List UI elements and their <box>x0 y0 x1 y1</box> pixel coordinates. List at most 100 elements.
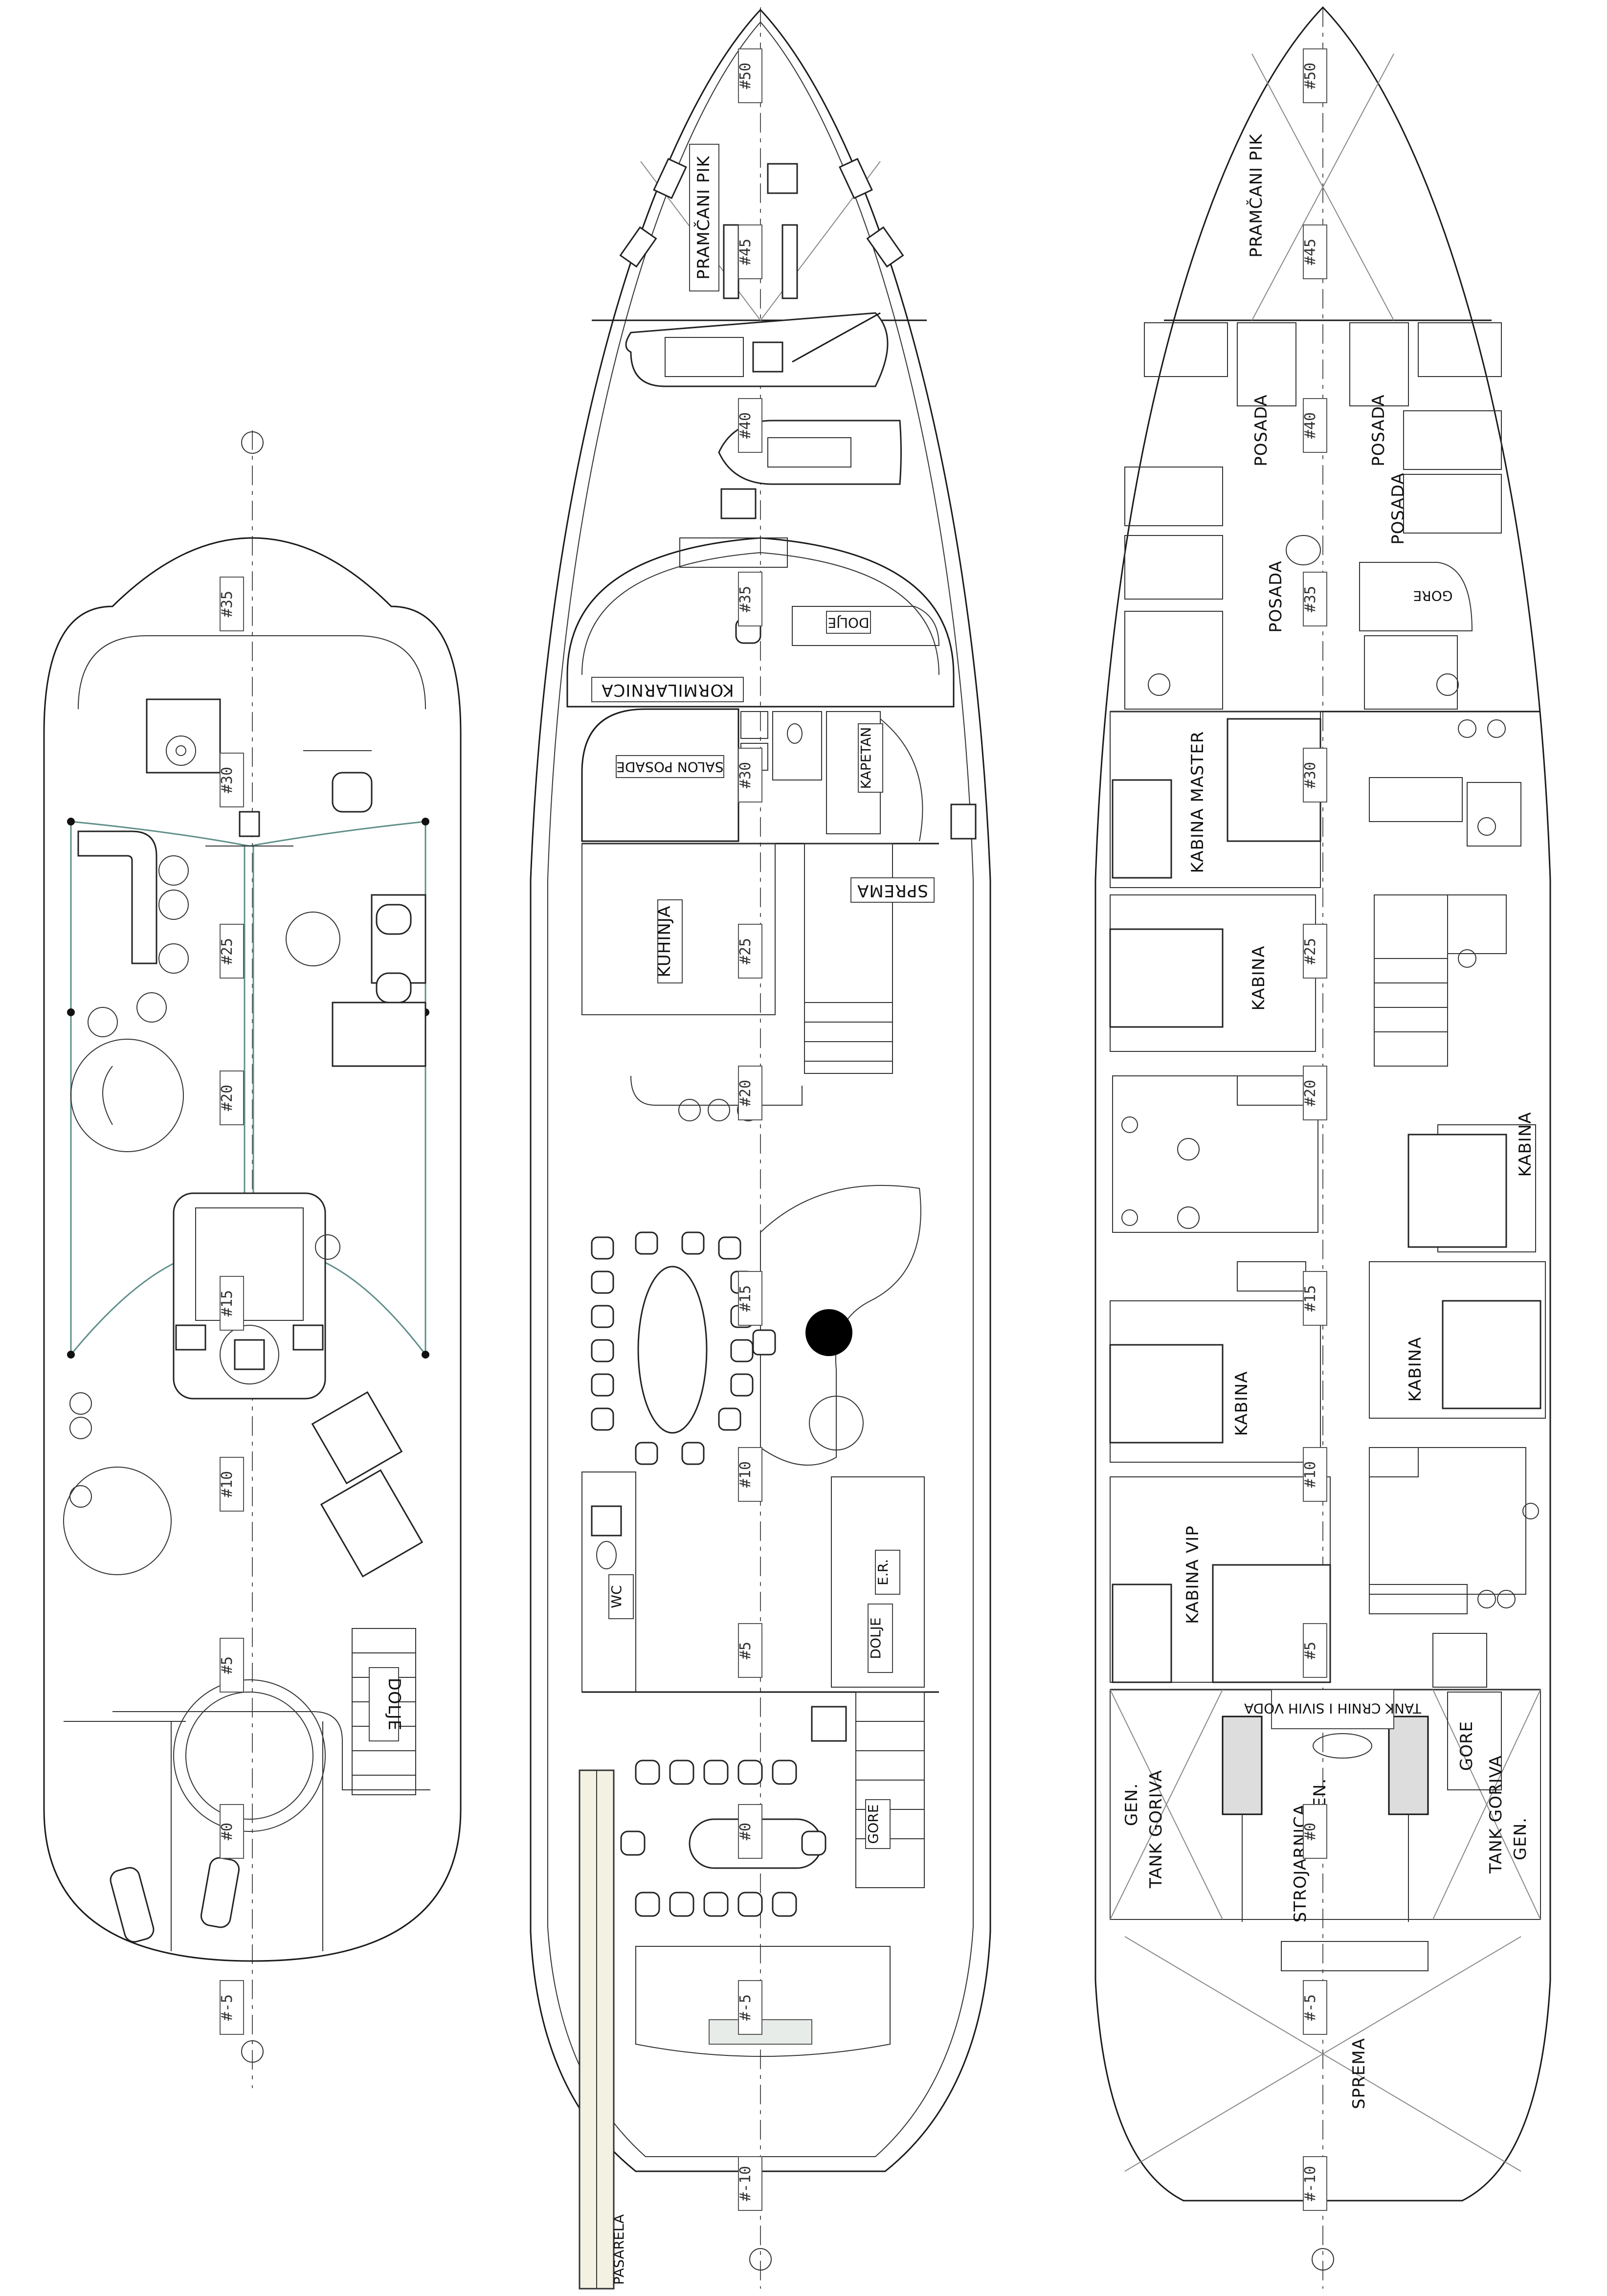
frame-mark: #5 <box>1302 1642 1319 1659</box>
bimini-post <box>67 1351 75 1359</box>
cushion <box>175 1324 206 1351</box>
bar-stool <box>708 1099 730 1121</box>
bar-stool <box>136 992 167 1023</box>
frame-mark: #25 <box>737 938 754 964</box>
wc-label-box <box>608 1574 634 1619</box>
hatch <box>720 488 757 519</box>
toilet-icon <box>1121 1116 1138 1133</box>
captain-label-box <box>858 723 883 793</box>
storage-label-box <box>850 877 935 903</box>
frame-mark: #45 <box>1302 239 1319 265</box>
guest-bed <box>1109 1344 1224 1444</box>
wheelhouse-label-box <box>591 677 744 702</box>
central-lounge-table <box>220 1325 279 1384</box>
guest-bathroom <box>1447 894 1507 954</box>
lower-deck-centerline-end-mark <box>1312 2248 1334 2271</box>
cabin-label: KABINA <box>1516 1112 1535 1177</box>
wheelhouse-label: KORMILARNICA <box>601 680 734 700</box>
person-figure-icon <box>376 904 412 935</box>
crew-cabin-label: POSADA <box>1251 394 1271 467</box>
crew-bathroom <box>772 711 822 780</box>
salon-bar <box>630 1075 803 1106</box>
round-sunbed <box>63 1467 172 1575</box>
frame-mark: #30 <box>219 767 236 793</box>
wheelhouse-stairs <box>792 606 940 646</box>
round-hatch <box>1313 1733 1372 1759</box>
side-table <box>69 1485 92 1508</box>
cleat <box>839 157 873 200</box>
person-figure-icon <box>110 1867 155 1943</box>
stern-lounge-outline <box>112 1711 430 1790</box>
jetski-seat <box>767 437 851 468</box>
frame-mark: #45 <box>737 239 754 265</box>
master-cabin-label: KABINA MASTER <box>1188 731 1207 873</box>
main-deck-frame-marks: #50 #45 #40 #35 #30 #25 #20 #15 #10 #5 #… <box>737 48 762 2211</box>
crew-salon <box>581 708 739 842</box>
bimini-post <box>67 1008 75 1016</box>
frame-mark: #25 <box>219 938 236 964</box>
frame-mark: #0 <box>219 1823 236 1840</box>
frame-mark: #-5 <box>737 1994 754 2021</box>
master-closet <box>1369 777 1463 822</box>
sink-icon <box>1477 1590 1496 1608</box>
engine-stairs <box>1447 1692 1502 1790</box>
frame-mark: #30 <box>1302 762 1319 788</box>
frame-mark: #15 <box>737 1285 754 1312</box>
cabin-label: KABINA <box>1249 945 1269 1010</box>
stairs-down-label-box <box>868 1604 893 1673</box>
cabinet <box>740 711 768 739</box>
bar-stool <box>158 855 189 886</box>
sun-deck-inner-rail <box>78 635 426 710</box>
frame-mark: #40 <box>737 412 754 439</box>
crew-cabin-label: POSADA <box>1388 472 1408 545</box>
mast-base <box>239 811 260 837</box>
central-lounge-table-inner <box>234 1339 265 1370</box>
crew-stairs <box>1359 562 1473 631</box>
wheelhouse-windows <box>581 552 939 675</box>
frame-mark: #40 <box>1302 412 1319 439</box>
frame-mark: #10 <box>737 1461 754 1488</box>
sunbed <box>320 1469 424 1578</box>
sink-icon <box>1458 719 1476 738</box>
salon-armchair <box>809 1396 864 1450</box>
forepeak-label-box <box>689 144 719 291</box>
cleat <box>619 226 657 268</box>
helm-seat <box>332 772 373 813</box>
salon-stool <box>752 1329 776 1356</box>
cleat <box>653 157 687 200</box>
tank-brace <box>1110 1689 1223 1920</box>
bimini-post <box>422 818 429 825</box>
aft-stairs-up-label: GORE <box>865 1805 881 1844</box>
toilet-icon <box>596 1541 617 1569</box>
sun-deck-stairs-label: DOLJE <box>384 1678 404 1731</box>
frame-mark: #20 <box>1302 1080 1319 1106</box>
storage-label: SPREMA <box>1349 2038 1369 2109</box>
round-hatch <box>1286 535 1321 565</box>
sun-deck-stairs <box>352 1628 416 1795</box>
stern-round-table <box>185 1692 313 1820</box>
aft-dining-chairs <box>620 1760 826 1917</box>
galley <box>581 843 776 1015</box>
side-table <box>69 1392 92 1415</box>
stern-round-lounge <box>173 1679 326 1832</box>
frame-mark: #35 <box>1302 586 1319 612</box>
crew-cabin-label: POSADA <box>1369 394 1388 467</box>
sun-deck-fixture <box>176 745 186 756</box>
sun-deck-fixture <box>166 736 196 766</box>
main-deck-centerline-end-mark <box>749 2248 772 2271</box>
central-lounge-pad <box>195 1207 304 1321</box>
round-sofa-arc <box>102 1066 113 1125</box>
guest-bed <box>1442 1300 1541 1409</box>
tender-console <box>752 341 783 373</box>
sun-deck-plan: DOLJE #35 #30 #25 #20 #15 #10 #5 #0 <box>43 430 462 2088</box>
storage-brace <box>1124 1936 1521 2172</box>
bar-stool <box>88 1007 118 1037</box>
guest-bathrooms <box>1369 1447 1526 1595</box>
crew-bathroom <box>1144 322 1228 377</box>
gen-label: GEN. <box>1511 1817 1530 1860</box>
engine-stairs-label: DOLJE <box>868 1617 884 1659</box>
crew-cabin-label: POSADA <box>1266 560 1286 633</box>
frame-mark: #35 <box>219 591 236 617</box>
closet <box>1369 1584 1468 1614</box>
